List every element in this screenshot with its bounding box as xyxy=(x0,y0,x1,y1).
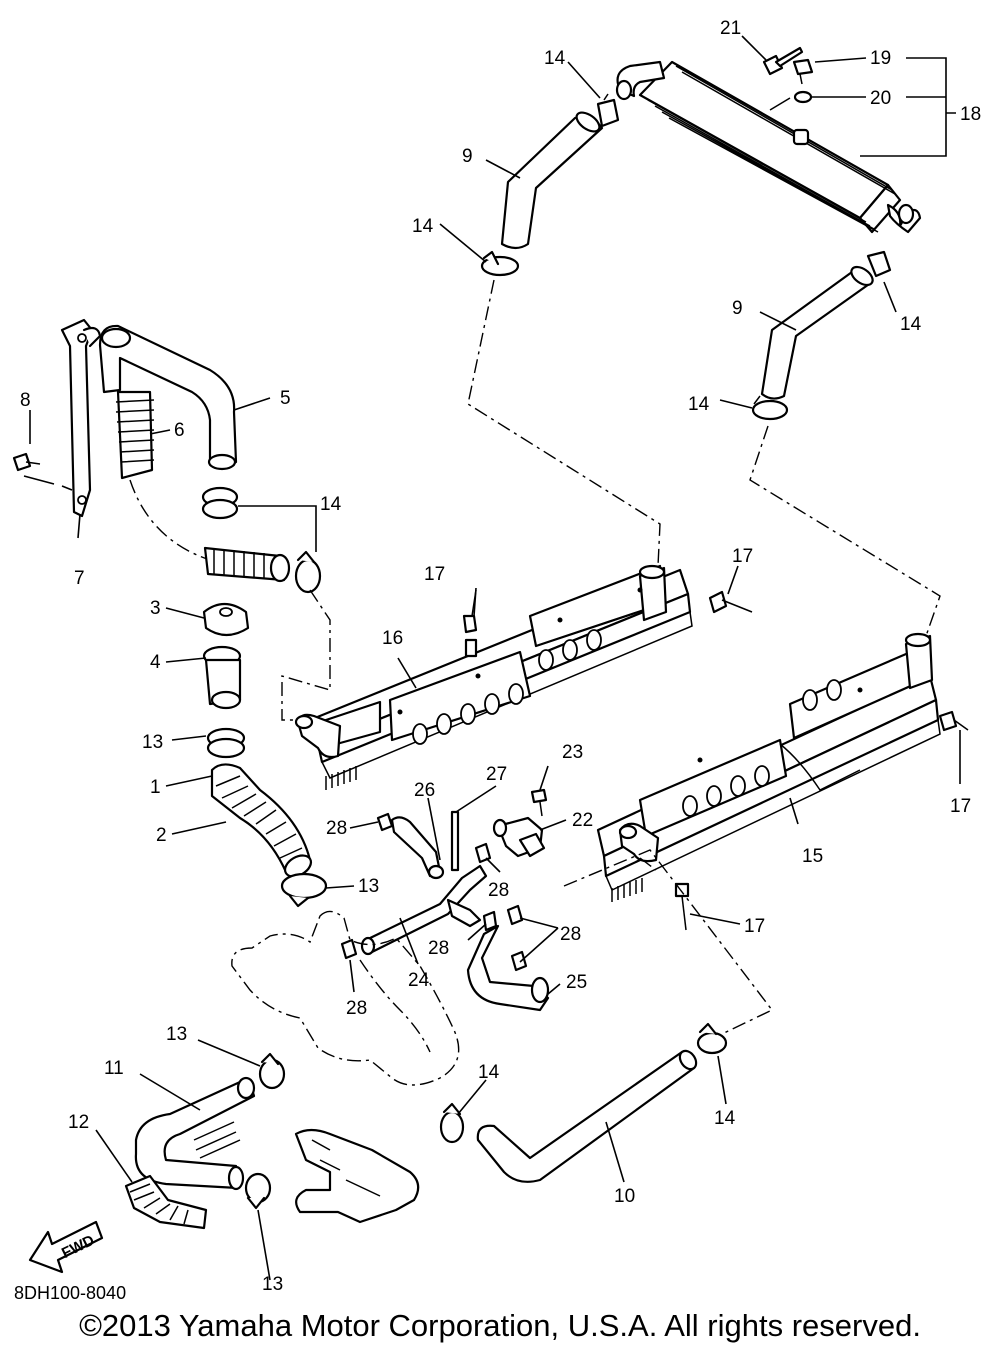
cap-3 xyxy=(202,602,250,637)
callout-numbers: 1 2 3 4 5 6 7 8 9 9 10 11 12 13 13 13 13… xyxy=(20,18,981,1295)
callout-7: 7 xyxy=(74,568,85,589)
callout-3: 3 xyxy=(150,598,161,619)
forward-direction-icon: FWD xyxy=(28,1220,104,1274)
cooling-hose-9-lower xyxy=(760,265,874,400)
callout-14c: 14 xyxy=(900,314,922,335)
hose-clamp-14e-icon xyxy=(201,486,239,520)
oil-cooler-assembly xyxy=(615,60,922,234)
callout-23: 23 xyxy=(562,742,583,763)
jet-pump-outline xyxy=(294,1128,420,1224)
callout-1: 1 xyxy=(150,777,161,798)
callout-14a: 14 xyxy=(544,48,566,69)
callout-28b: 28 xyxy=(488,880,509,901)
callout-14g: 14 xyxy=(714,1108,736,1129)
clip-28c-icon xyxy=(482,910,498,932)
hose-clamp-14c-icon xyxy=(866,250,892,278)
callout-14e: 14 xyxy=(320,494,342,515)
hose-clamp-13b-icon xyxy=(280,872,328,908)
callout-13c: 13 xyxy=(166,1024,187,1045)
cooling-system-parts-diagram: FWD xyxy=(12,18,981,1295)
cooling-hose-9-upper xyxy=(500,111,604,250)
hose-25 xyxy=(466,924,550,1012)
fitting-4 xyxy=(202,645,242,710)
rivet-17b-icon xyxy=(708,590,753,614)
callout-9-upper: 9 xyxy=(462,146,473,167)
rivet-17a-icon xyxy=(462,589,478,658)
hose-5 xyxy=(98,324,238,471)
callout-16: 16 xyxy=(382,628,403,649)
washer-20-icon xyxy=(793,90,813,104)
hose-clamp-14h-icon xyxy=(439,1102,465,1144)
bolt-19-icon xyxy=(792,58,814,85)
hose-clamp-13d-icon xyxy=(244,1172,272,1210)
hose-clamp-13c-icon xyxy=(258,1052,286,1090)
clip-28d-icon xyxy=(506,904,528,972)
callout-6: 6 xyxy=(174,420,185,441)
hose-10 xyxy=(476,1049,698,1183)
callout-17c: 17 xyxy=(950,796,971,817)
callout-17b: 17 xyxy=(732,546,753,567)
callout-28a: 28 xyxy=(326,818,347,839)
callout-14b: 14 xyxy=(412,216,434,237)
callout-20: 20 xyxy=(870,88,891,109)
rivet-21-icon xyxy=(762,46,804,76)
callout-22: 22 xyxy=(572,810,593,831)
callout-11: 11 xyxy=(104,1058,124,1079)
callout-10: 10 xyxy=(614,1186,635,1207)
corrugated-hose-6 xyxy=(115,390,291,583)
bolt-23-icon xyxy=(530,788,548,817)
leader-lines xyxy=(23,35,961,1281)
callout-28d: 28 xyxy=(560,924,581,945)
thermostat-housing-22 xyxy=(492,816,546,858)
callout-28c: 28 xyxy=(428,938,449,959)
callout-14d: 14 xyxy=(688,394,710,415)
hose-clamp-14a-icon xyxy=(596,93,620,128)
callout-4: 4 xyxy=(150,652,161,673)
radiator-16 xyxy=(294,564,693,790)
clip-28e-icon xyxy=(340,938,358,960)
bracket-7 xyxy=(60,318,102,518)
callout-13a: 13 xyxy=(142,732,163,753)
clip-28a-icon xyxy=(376,812,394,832)
callout-13b: 13 xyxy=(358,876,379,897)
pipe-24 xyxy=(360,864,488,956)
callout-5: 5 xyxy=(280,388,291,409)
hose-11 xyxy=(134,1076,256,1191)
callout-9-lower: 9 xyxy=(732,298,743,319)
callout-28e: 28 xyxy=(346,998,367,1019)
callout-13d: 13 xyxy=(262,1274,283,1295)
tie-27-icon xyxy=(450,810,460,872)
bolt-8-icon xyxy=(12,452,41,472)
radiator-15 xyxy=(596,632,941,902)
callout-25: 25 xyxy=(566,972,587,993)
hose-clamp-14b-icon xyxy=(480,250,520,277)
callout-21: 21 xyxy=(720,18,741,39)
hose-1-2-corrugated xyxy=(210,763,313,878)
connection-lines xyxy=(281,279,941,1035)
corrugated-hose-12 xyxy=(124,1174,208,1230)
callout-17a: 17 xyxy=(424,564,445,585)
callout-19: 19 xyxy=(870,48,891,69)
hose-26 xyxy=(390,816,445,880)
rivet-17c-icon xyxy=(938,710,969,732)
hose-clamp-14g-icon xyxy=(696,1022,728,1055)
callout-15: 15 xyxy=(802,846,823,867)
callout-8: 8 xyxy=(20,390,31,411)
callout-27: 27 xyxy=(486,764,507,785)
callout-18: 18 xyxy=(960,104,981,125)
engine-outline xyxy=(231,910,460,1086)
callout-12: 12 xyxy=(68,1112,89,1133)
callout-17d: 17 xyxy=(744,916,765,937)
callout-24: 24 xyxy=(408,970,430,991)
hose-clamp-14d-icon xyxy=(751,395,789,421)
copyright-notice: ©2013 Yamaha Motor Corporation, U.S.A. A… xyxy=(79,1308,921,1343)
callout-2: 2 xyxy=(156,825,167,846)
hose-clamp-13a-icon xyxy=(206,727,246,759)
hose-clamp-14f-icon xyxy=(294,550,322,594)
callout-26: 26 xyxy=(414,780,435,801)
callout-14f: 14 xyxy=(478,1062,500,1083)
diagram-code: 8DH100-8040 xyxy=(14,1283,127,1303)
